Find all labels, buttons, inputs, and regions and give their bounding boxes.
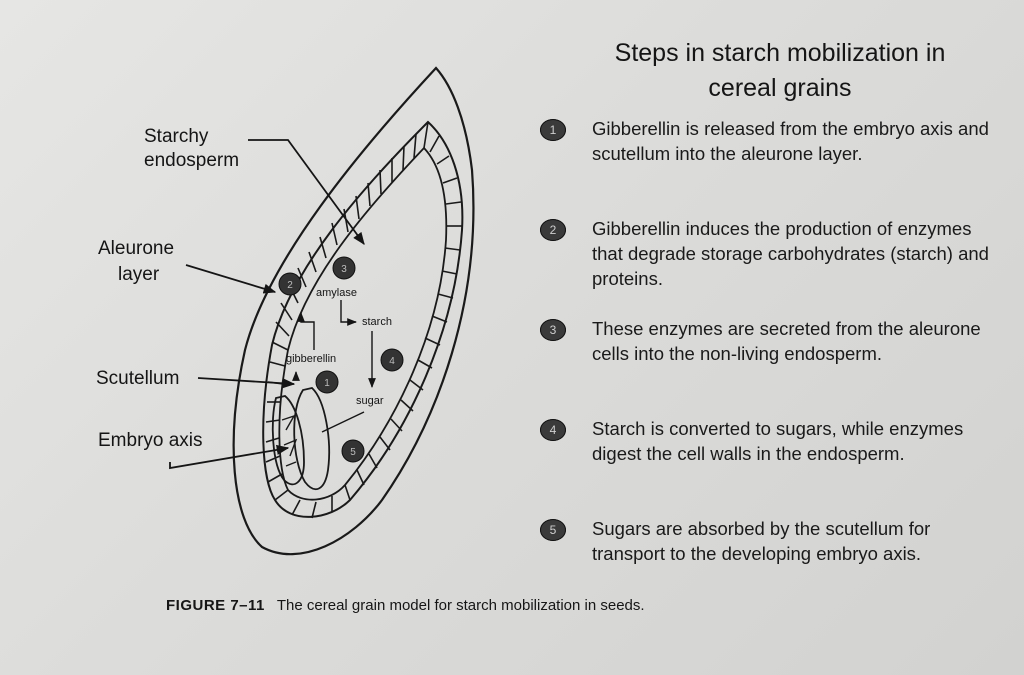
- marker-5: 5: [341, 439, 365, 463]
- step-1-text: Gibberellin is released from the embryo …: [592, 118, 989, 164]
- embryo-axis-shape: [271, 395, 305, 486]
- aleurone-pointer: [185, 264, 277, 294]
- marker-4: 4: [380, 348, 404, 372]
- label-sugar: sugar: [356, 395, 384, 407]
- figure-number: FIGURE 7–11: [166, 597, 265, 614]
- step-4-number-icon: 4: [540, 419, 566, 441]
- label-endosperm: endosperm: [144, 150, 239, 171]
- embryo-axis-pointer: [169, 444, 290, 470]
- title-line-1: Steps in starch mobilization in: [614, 39, 946, 67]
- step-1-number-icon: 1: [540, 119, 566, 141]
- aleurone-inner: [278, 146, 448, 501]
- marker-1: 1: [315, 370, 339, 394]
- marker-2: 2: [278, 272, 302, 296]
- marker-3-label: 3: [341, 264, 347, 275]
- figure-caption: FIGURE 7–11 The cereal grain model for st…: [166, 597, 645, 614]
- marker-3: 3: [332, 256, 356, 280]
- step-3-text: These enzymes are secreted from the aleu…: [592, 318, 981, 364]
- step-4-text: Starch is converted to sugars, while enz…: [592, 418, 964, 464]
- marker-1-label: 1: [324, 378, 330, 389]
- step-2-text: Gibberellin induces the production of en…: [592, 218, 989, 289]
- label-scutellum: Scutellum: [96, 368, 179, 389]
- label-embryo-axis: Embryo axis: [98, 430, 203, 451]
- label-layer: layer: [118, 264, 160, 285]
- step-3-number-icon: 3: [540, 319, 566, 341]
- marker-4-label: 4: [389, 356, 395, 367]
- embryo-detail: [281, 414, 298, 467]
- aleurone-hatching: [265, 121, 462, 519]
- amylase-starch-arrow: [340, 300, 357, 326]
- marker-2-label: 2: [287, 280, 293, 291]
- step-5-text: Sugars are absorbed by the scutellum for…: [592, 518, 931, 564]
- caption-text: The cereal grain model for starch mobili…: [276, 597, 645, 614]
- marker-5-label: 5: [350, 447, 356, 458]
- label-aleurone: Aleurone: [98, 238, 174, 259]
- label-starch: starch: [362, 316, 392, 328]
- label-gibberellin: gibberellin: [286, 353, 336, 365]
- step-5-number-icon: 5: [540, 519, 566, 541]
- starchy-endosperm-pointer: [248, 139, 365, 246]
- page-title: Steps in starch mobilization in cereal g…: [560, 36, 1000, 106]
- scutellum-pointer: [197, 377, 296, 389]
- sugar-scutellum-line: [321, 411, 365, 433]
- step-2-number-icon: 2: [540, 219, 566, 241]
- scutellum-shape: [293, 387, 331, 491]
- title-line-2: cereal grains: [708, 74, 852, 102]
- label-amylase: amylase: [316, 287, 357, 299]
- label-starchy: Starchy: [144, 126, 209, 147]
- seed-coat-outline: [232, 66, 475, 556]
- gibberellin-arrow: [297, 312, 315, 350]
